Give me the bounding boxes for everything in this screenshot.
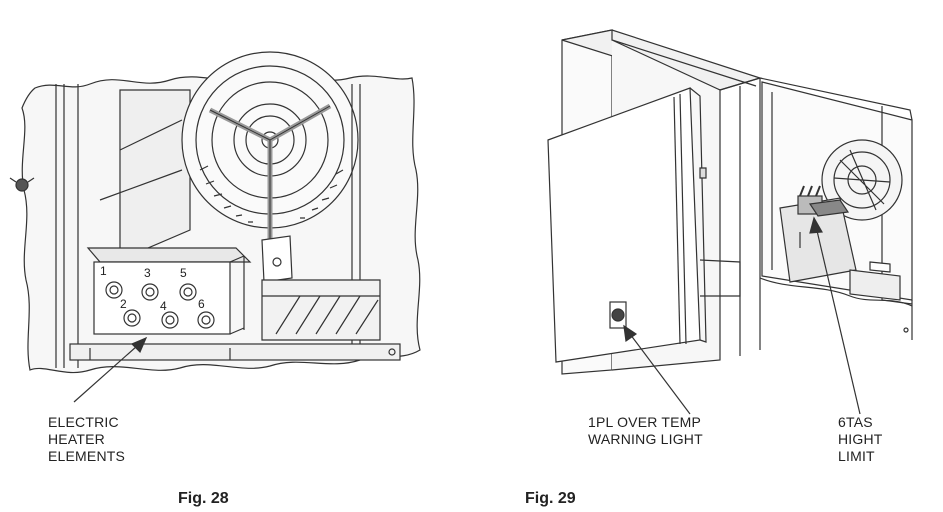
fig29-leader-light [623,325,691,415]
callout-line: HIGHT [838,431,883,447]
element-number: 6 [198,297,205,311]
element-number: 3 [144,266,151,280]
fig29-arrow-icon [623,324,638,343]
element-number: 4 [160,299,167,313]
callout-line: ELEMENTS [48,448,126,464]
fig28-caption: Fig. 28 [178,490,229,507]
element-number: 5 [180,266,187,280]
fig29-leader-limit [813,217,861,415]
callout-line: ELECTRIC [48,414,119,430]
fig28-leader-line [73,337,147,403]
callout-line: LIMIT [838,448,875,464]
base-rail [69,343,401,361]
blower-housing [119,89,191,261]
callout-line: 6TAS [838,414,873,430]
callout-line: HEATER [48,431,105,447]
fig29-callout-high-limit: 6TAS HIGHT LIMIT [838,414,883,465]
element-number: 1 [100,264,107,278]
louver-grille [261,279,381,341]
fig28-callout: ELECTRIC HEATER ELEMENTS [48,414,125,465]
element-number: 2 [120,297,127,311]
fig29-callout-warning-light: 1PL OVER TEMP WARNING LIGHT [588,414,703,448]
warning-light-icon [611,308,625,322]
door-latch-icon [15,178,29,192]
callout-line: 1PL OVER TEMP [588,414,702,430]
heater-terminals [105,281,215,329]
fig29-caption: Fig. 29 [525,490,576,507]
fig29-arrow-icon [809,216,823,234]
callout-line: WARNING LIGHT [588,431,703,447]
fig28-arrow-icon [130,336,148,354]
